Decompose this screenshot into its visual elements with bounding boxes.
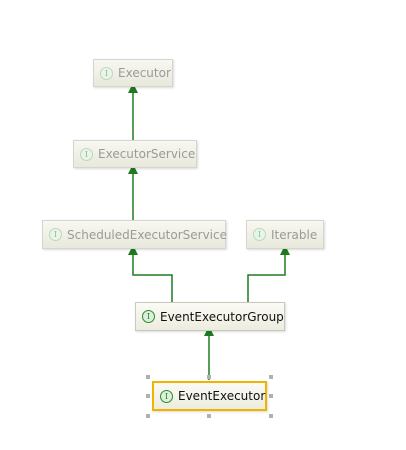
node-scheduled-executor-service[interactable]: I ScheduledExecutorService (42, 220, 227, 249)
resize-handle-top-right[interactable] (269, 375, 273, 379)
node-executor-service[interactable]: I ExecutorService (73, 140, 197, 168)
node-executor[interactable]: I Executor (93, 59, 173, 87)
node-label: Iterable (271, 227, 318, 242)
interface-icon: I (142, 310, 155, 323)
interface-icon: I (49, 228, 62, 241)
node-label: EventExecutorGroup (160, 309, 284, 324)
node-iterable[interactable]: I Iterable (246, 220, 324, 249)
interface-icon: I (253, 228, 266, 241)
node-event-executor[interactable]: I EventExecutor (152, 381, 267, 411)
resize-handle-bottom-right[interactable] (269, 414, 273, 418)
node-label: ExecutorService (98, 147, 196, 161)
interface-icon: I (100, 66, 113, 80)
resize-handle-top-left[interactable] (146, 375, 150, 379)
interface-icon: I (80, 147, 93, 161)
edge-eventexecutorgroup-to-scheduledexecutorservice (128, 245, 173, 302)
resize-handle-right[interactable] (269, 394, 273, 398)
resize-handle-bottom[interactable] (207, 414, 211, 418)
resize-handle-top[interactable] (207, 375, 211, 379)
node-label: ScheduledExecutorService (67, 227, 227, 242)
interface-icon: I (160, 389, 173, 403)
node-event-executor-group[interactable]: I EventExecutorGroup (135, 302, 285, 331)
node-label: Executor (118, 66, 171, 80)
resize-handle-bottom-left[interactable] (146, 414, 150, 418)
node-label: EventExecutor (178, 389, 266, 403)
resize-handle-left[interactable] (146, 394, 150, 398)
edge-eventexecutorgroup-to-iterable (247, 245, 290, 302)
